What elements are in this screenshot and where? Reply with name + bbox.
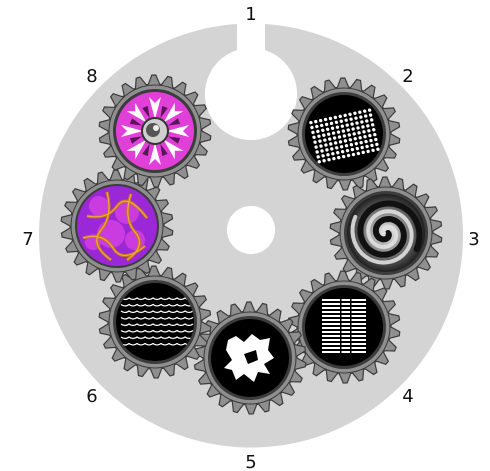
open-slot-icon: [205, 48, 297, 140]
center-hub-hole: [227, 206, 275, 254]
position-label-6: 6: [86, 386, 97, 407]
position-label-5: 5: [245, 452, 256, 471]
position-label-1: 1: [245, 4, 256, 25]
position-label-2: 2: [402, 66, 413, 87]
position-label-4: 4: [402, 386, 413, 407]
position-label-7: 7: [22, 229, 33, 250]
position-label-3: 3: [468, 229, 479, 250]
position-label-8: 8: [86, 66, 97, 87]
